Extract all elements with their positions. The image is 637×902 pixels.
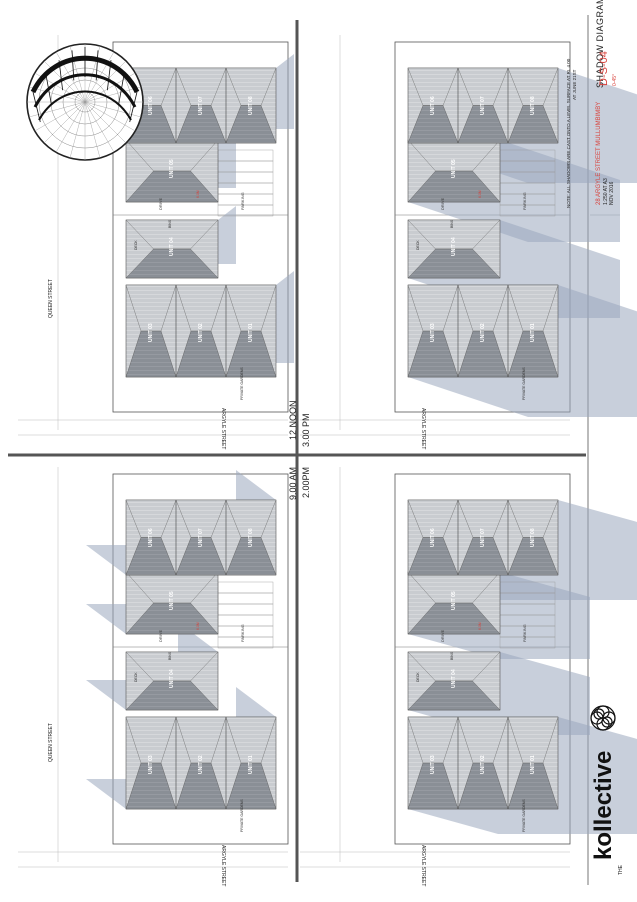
street-label-argyle-bl: ARGYLE STREET	[220, 845, 226, 887]
shadow-note-date: AT JUNE 21ST	[572, 69, 577, 100]
unit-label: UNIT 08	[248, 527, 254, 547]
sun-path-compass	[26, 43, 144, 161]
setback-label: 6.0M	[196, 190, 200, 198]
unit-label: UNIT 07	[480, 527, 486, 547]
unit-label: UNIT 03	[148, 323, 154, 343]
bins-label: BINS	[168, 219, 172, 228]
unit-label: UNIT 04	[451, 237, 457, 256]
deck-label: DECK	[416, 672, 420, 682]
unit-label: UNIT 02	[198, 755, 204, 775]
parking-label: PARKING	[240, 624, 245, 642]
street-label-argyle-br: ARGYLE STREET	[420, 845, 426, 887]
unit-label: UNIT 06	[148, 527, 154, 547]
setback-label: 6.0M	[478, 190, 482, 198]
unit-label: UNIT 02	[480, 323, 486, 343]
unit-label: UNIT 01	[530, 323, 536, 343]
bins-label: BINS	[450, 219, 454, 228]
parking-label: PARKING	[522, 624, 527, 642]
unit-label: UNIT 08	[530, 527, 536, 547]
drive-label: DRIVE	[158, 197, 163, 210]
drawing-revision: 0-45°	[612, 73, 618, 86]
drive-label: DRIVE	[440, 629, 445, 642]
private-gardens-label: PRIVATE GARDENS	[522, 799, 526, 832]
unit-label: UNIT 03	[430, 755, 436, 775]
setback-label: 6.0M	[478, 622, 482, 630]
unit-label: UNIT 01	[248, 755, 254, 775]
site-plan-quadrant	[18, 35, 294, 436]
unit-label: UNIT 04	[169, 237, 175, 256]
time-label-3pm: 3.00 PM	[301, 413, 311, 447]
shadow-note: NOTE: ALL SHADOWS ARE CAST ONTO A LEVEL …	[566, 58, 571, 208]
unit-label: UNIT 08	[248, 95, 254, 115]
unit-label: UNIT 01	[530, 755, 536, 775]
unit-label: UNIT 05	[169, 591, 175, 611]
unit-label: UNIT 01	[248, 323, 254, 343]
logo-wordmark: kollective	[590, 750, 617, 860]
time-label-9am: 9.00 AM	[288, 466, 298, 500]
unit-label: UNIT 06	[430, 527, 436, 547]
site-plan-quadrant	[300, 467, 637, 868]
deck-label: DECK	[134, 672, 138, 682]
setback-label: 6.0M	[196, 622, 200, 630]
unit-label: UNIT 04	[451, 669, 457, 688]
unit-label: UNIT 02	[198, 323, 204, 343]
drive-label: DRIVE	[440, 197, 445, 210]
sheet-date: NOV 2016	[609, 181, 615, 205]
unit-label: UNIT 07	[480, 95, 486, 115]
drawing-number: D-S-04	[598, 51, 610, 86]
street-label-argyle-tl: ARGYLE STREET	[220, 408, 226, 450]
bins-label: BINS	[450, 651, 454, 660]
bins-label: BINS	[168, 651, 172, 660]
parking-label: PARKING	[240, 192, 245, 210]
time-label-2pm: 2.00PM	[301, 466, 311, 498]
unit-label: UNIT 03	[148, 755, 154, 775]
site-plan-quadrant	[18, 467, 289, 868]
sheet-project: 28 ARGYLE STREET MULLUMBIMBY	[596, 101, 602, 205]
time-label-noon: 12 NOON	[288, 400, 298, 440]
drive-label: DRIVE	[158, 629, 163, 642]
street-label-queen-bottom: QUEEN STREET	[48, 723, 54, 762]
private-gardens-label: PRIVATE GARDENS	[522, 367, 526, 400]
unit-label: UNIT 07	[198, 527, 204, 547]
unit-label: UNIT 04	[169, 669, 175, 688]
unit-label: UNIT 08	[530, 95, 536, 115]
logo-prefix: THE	[618, 865, 624, 875]
unit-label: UNIT 07	[198, 95, 204, 115]
unit-label: UNIT 05	[451, 591, 457, 611]
street-label-argyle-tr: ARGYLE STREET	[420, 408, 426, 450]
site-plan-quadrant	[300, 35, 637, 436]
deck-label: DECK	[134, 240, 138, 250]
unit-label: UNIT 06	[430, 95, 436, 115]
street-label-queen-top: QUEEN STREET	[48, 279, 54, 318]
deck-label: DECK	[416, 240, 420, 250]
private-gardens-label: PRIVATE GARDENS	[240, 799, 244, 832]
unit-label: UNIT 02	[480, 755, 486, 775]
private-gardens-label: PRIVATE GARDENS	[240, 367, 244, 400]
unit-label: UNIT 05	[451, 159, 457, 179]
unit-label: UNIT 06	[148, 95, 154, 115]
unit-label: UNIT 03	[430, 323, 436, 343]
unit-label: UNIT 05	[169, 159, 175, 179]
parking-label: PARKING	[522, 192, 527, 210]
